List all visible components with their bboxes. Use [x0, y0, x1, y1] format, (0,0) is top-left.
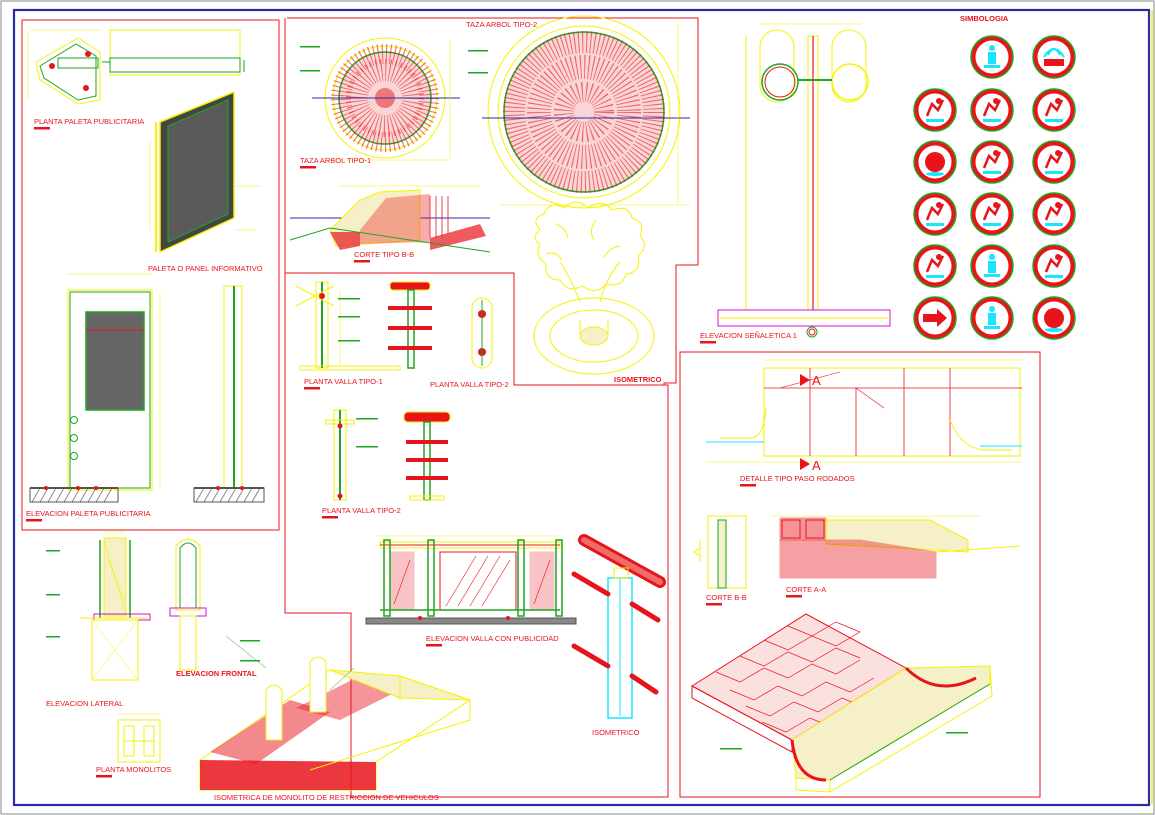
detalle-paso-drawing [706, 359, 1022, 470]
panel-frames [21, 17, 1041, 798]
playground-icon [1032, 88, 1076, 132]
corte-aa-drawing [770, 515, 1021, 579]
title-underline [322, 516, 338, 519]
label-planta-monolitos: PLANTA MONOLITOS [96, 765, 171, 774]
planta-monolitos-drawing [117, 713, 161, 763]
title-underline [26, 519, 42, 522]
label-elevacion-valla: ELEVACION VALLA CON PUBLICIDAD [426, 634, 559, 643]
corte-bb-right-drawing [693, 515, 747, 589]
elevacion-lateral-drawing [80, 531, 151, 681]
title-underline [786, 595, 802, 598]
title-underline [300, 166, 316, 169]
label-isometrico-arbol: ISOMETRICO [614, 375, 662, 384]
label-simbologia: SIMBOLOGIA [960, 14, 1009, 23]
taza-arbol-tipo2-drawing [482, 15, 690, 209]
annotation-ticks [46, 46, 968, 750]
title-underline [354, 260, 370, 263]
title-underline [706, 603, 722, 606]
label-paleta-panel: PALETA O PANEL INFORMATIVO [148, 264, 263, 273]
title-underline [740, 484, 756, 487]
elevacion-paleta-drawing [29, 273, 265, 503]
ball-icon [913, 140, 957, 184]
fountain-icon [1032, 35, 1076, 79]
planta-paleta-drawing [27, 29, 245, 105]
elevacion-valla-drawing [365, 535, 577, 625]
bench-icon [1032, 140, 1076, 184]
elevacion-frontal-drawing [169, 538, 207, 671]
label-corte-bb-right: CORTE B-B [706, 593, 747, 602]
label-corte-aa: CORTE A-A [786, 585, 826, 594]
taza-arbol-tipo1-drawing [312, 37, 460, 161]
section-a-bottom: A [812, 458, 821, 473]
title-underline [700, 341, 716, 344]
label-planta-paleta: PLANTA PALETA PUBLICITARIA [34, 117, 144, 126]
restroom-icon [913, 244, 957, 288]
label-elevacion-lateral: ELEVACION LATERAL [46, 699, 123, 708]
bicycle-icon [913, 88, 957, 132]
paso-isometric-drawing [691, 613, 993, 793]
elevacion-senaletica-drawing [717, 23, 891, 338]
title-underline [426, 644, 442, 647]
isometrica-monolito-drawing [199, 635, 472, 791]
title-underline [34, 127, 50, 130]
corte-bb-top-drawing [289, 185, 491, 253]
isometrico-valla-drawing [571, 534, 666, 719]
skater-icon [970, 88, 1014, 132]
title-underline [304, 387, 320, 390]
tree-isometric-drawing [533, 201, 655, 375]
label-elevacion-paleta: ELEVACION PALETA PUBLICITARIA [26, 509, 150, 518]
label-detalle-paso: DETALLE TIPO PASO RODADOS [740, 474, 855, 483]
label-elevacion-senaletica: ELEVACION SEÑALETICA 1 [700, 331, 797, 340]
label-taza-tipo1: TAZA ARBOL TIPO-1 [300, 156, 371, 165]
label-planta-valla-1: PLANTA VALLA TIPO-1 [304, 377, 383, 386]
arrow-icon [913, 296, 957, 340]
label-elevacion-frontal: ELEVACION FRONTAL [176, 669, 257, 678]
label-taza-tipo2: TAZA ARBOL TIPO-2 [466, 20, 537, 29]
planta-valla-tipo2-drawing [325, 409, 451, 501]
drinking-fountain-icon [970, 140, 1014, 184]
inner-border [12, 8, 1151, 807]
label-corte-bb-top: CORTE TIPO B-B [354, 250, 414, 259]
tree-icon [1032, 192, 1076, 236]
symbol-grid [913, 35, 1076, 340]
label-planta-valla-2a: PLANTA VALLA TIPO-2 [430, 380, 509, 389]
label-planta-valla-2b: PLANTA VALLA TIPO-2 [322, 506, 401, 515]
planta-valla-tipo1-drawing [295, 281, 493, 371]
label-isometrico-valla: ISOMETRICO [592, 728, 640, 737]
paleta-panel-iso-drawing [149, 90, 260, 254]
label-isometrica-monolito: ISOMETRICA DE MONOLITO DE RESTRICCION DE… [214, 793, 439, 802]
pedestrian-icon [970, 35, 1014, 79]
sitting-person-icon [970, 244, 1014, 288]
globe-icon [1032, 296, 1076, 340]
guard-icon [970, 296, 1014, 340]
lamp-icon [1032, 244, 1076, 288]
map-board-icon [970, 192, 1014, 236]
section-a-top: A [812, 373, 821, 388]
title-underline [96, 775, 112, 778]
exercise-icon [913, 192, 957, 236]
